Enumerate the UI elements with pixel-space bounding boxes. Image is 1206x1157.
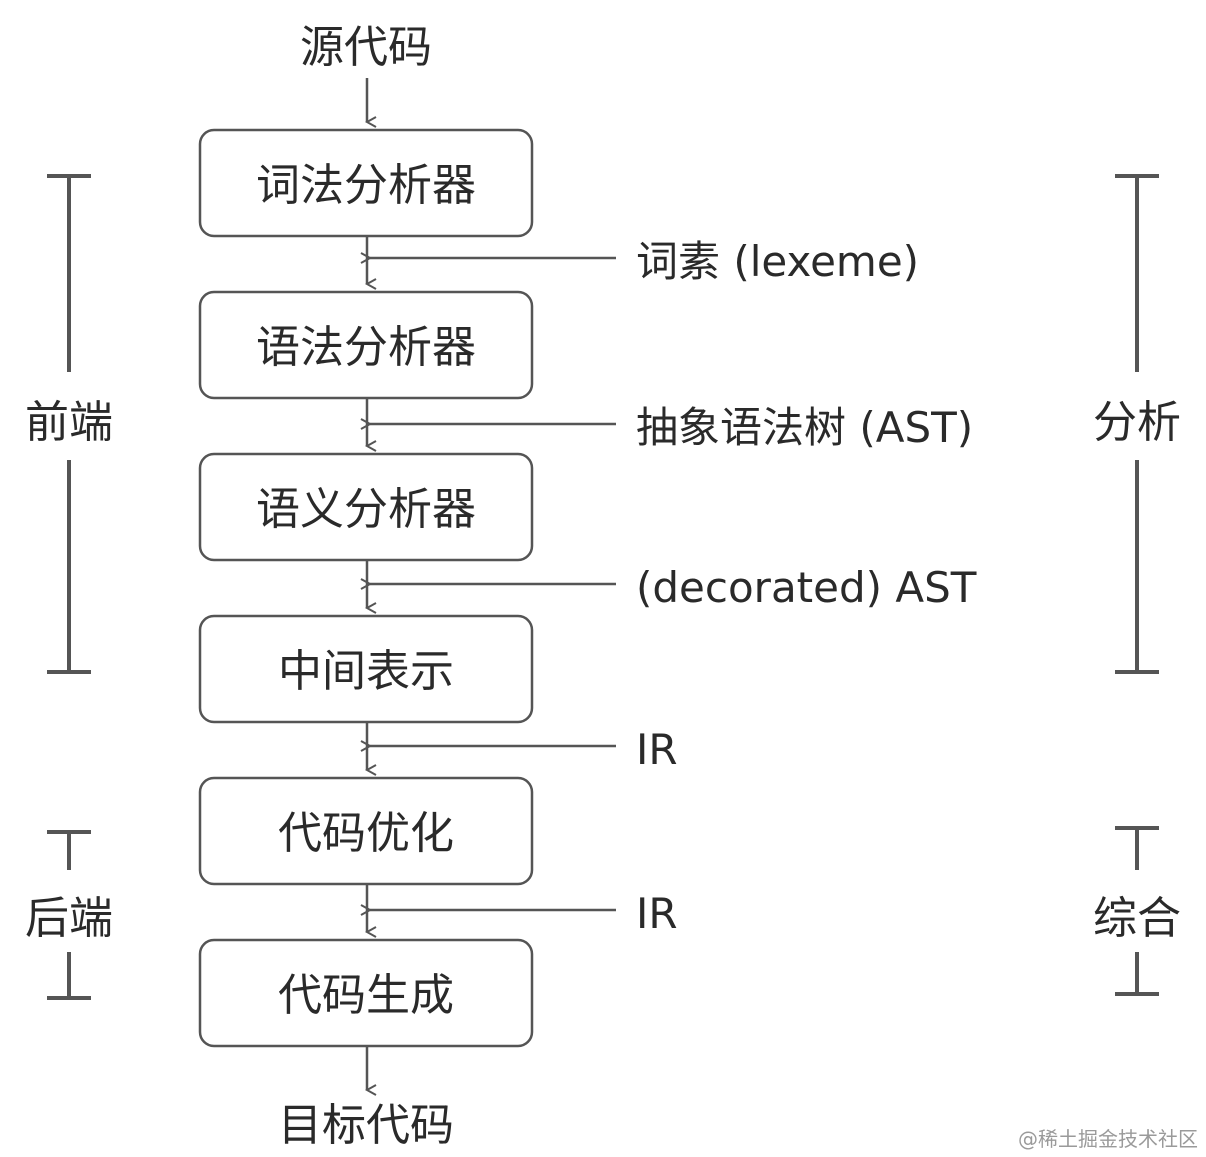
stage-label: 中间表示	[278, 646, 454, 697]
edge-label: 词素 (lexeme)	[636, 237, 919, 286]
right-bracket-analysis: 分析	[1093, 174, 1181, 674]
target-code-label: 目标代码	[278, 1100, 454, 1151]
left-bracket-backend: 后端	[25, 830, 113, 1000]
edge-label: IR	[636, 725, 678, 774]
stage-label: 代码生成	[278, 970, 454, 1021]
stage-label: 语法分析器	[256, 322, 476, 373]
edge-ast: 抽象语法树 (AST)	[370, 403, 973, 452]
source-code-label: 源代码	[300, 22, 432, 73]
stage-semantic-analyzer: 语义分析器	[198, 452, 534, 562]
edge-label: IR	[636, 889, 678, 938]
edge-ir-2: IR	[370, 889, 678, 938]
stage-parser: 语法分析器	[198, 290, 534, 400]
edge-ir-1: IR	[370, 725, 678, 774]
edge-lexeme: 词素 (lexeme)	[370, 237, 919, 286]
stage-ir: 中间表示	[198, 614, 534, 724]
group-label: 后端	[25, 893, 113, 944]
stage-optimizer: 代码优化	[198, 776, 534, 886]
edge-label: 抽象语法树 (AST)	[636, 403, 973, 452]
edge-decorated-ast: (decorated) AST	[370, 563, 977, 612]
stage-label: 代码优化	[278, 808, 454, 859]
edge-label: (decorated) AST	[636, 563, 977, 612]
stage-label: 语义分析器	[256, 484, 476, 535]
right-bracket-synthesis: 综合	[1093, 826, 1181, 996]
watermark-text: @稀土掘金技术社区	[1018, 1127, 1198, 1151]
left-bracket-frontend: 前端	[25, 174, 113, 674]
group-label: 分析	[1093, 397, 1181, 448]
stage-codegen: 代码生成	[198, 938, 534, 1048]
group-label: 综合	[1093, 893, 1181, 944]
group-label: 前端	[25, 397, 113, 448]
stage-label: 词法分析器	[256, 160, 476, 211]
stage-lexer: 词法分析器	[198, 128, 534, 238]
